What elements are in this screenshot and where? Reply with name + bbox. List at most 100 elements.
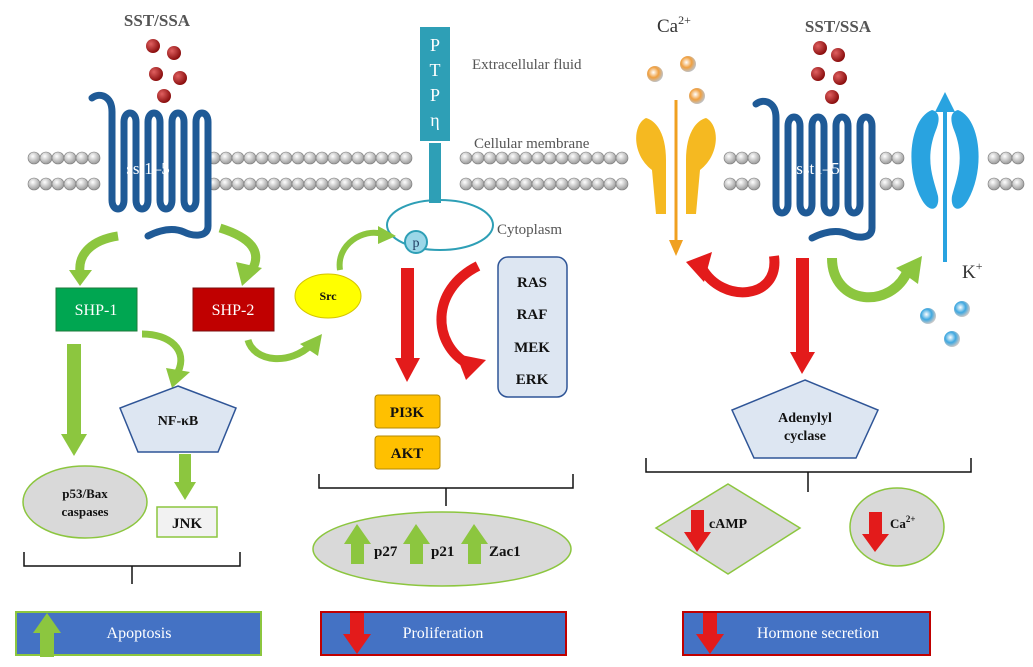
- lipid-head: [267, 177, 281, 191]
- sst-ssa-right-label: SST/SSA: [805, 17, 872, 36]
- nfkb-shape: [119, 385, 237, 453]
- lipid-head: [567, 177, 581, 191]
- up-arrow-apoptosis: [33, 613, 61, 657]
- lipid-head: [51, 177, 65, 191]
- lipid-head: [63, 151, 77, 165]
- ca-effect-label: Ca2+: [890, 514, 916, 531]
- ptp-letter-4: η: [430, 110, 439, 130]
- lipid-head: [87, 151, 101, 165]
- lipid-head: [987, 177, 1001, 191]
- sst-ligands-right: [811, 41, 847, 104]
- arrow-head-phospho: [378, 226, 396, 244]
- raf-label: RAF: [517, 307, 548, 323]
- lipid-head: [531, 177, 545, 191]
- arrow-to-adenylyl-head: [790, 352, 815, 374]
- lipid-head: [999, 151, 1013, 165]
- lipid-head: [723, 177, 737, 191]
- pi3k-box: [374, 394, 441, 429]
- down-arrow-ca: [862, 512, 889, 552]
- arrow-receptor-to-k-channel: [827, 257, 913, 303]
- lipid-head: [459, 151, 473, 165]
- lipid-head: [279, 177, 293, 191]
- lipid-head: [471, 151, 485, 165]
- lipid-head: [579, 151, 593, 165]
- jnk-box: [156, 506, 218, 538]
- hormone-secretion-bar: [682, 611, 931, 656]
- arrow-to-pi3k-shaft: [401, 268, 414, 360]
- arrow-receptor-to-shp2: [218, 223, 261, 273]
- arrow-head-ras: [456, 354, 486, 380]
- lipid-head: [735, 151, 749, 165]
- up-arrow-p21: [403, 524, 430, 564]
- lipid-head: [327, 177, 341, 191]
- mek-label: MEK: [514, 340, 550, 356]
- lipid-head: [315, 151, 329, 165]
- arrow-src-to-phospho: [336, 229, 383, 271]
- down-arrow-proliferation: [343, 613, 371, 654]
- akt-label: AKT: [391, 446, 424, 462]
- arrow-shp1-to-nfkb: [141, 330, 185, 374]
- ptp-letter-2: T: [430, 60, 441, 80]
- lipid-head: [375, 177, 389, 191]
- ptp-letter-3: P: [430, 85, 440, 105]
- lipid-head: [615, 151, 629, 165]
- lipid-head: [255, 177, 269, 191]
- lipid-head: [483, 177, 497, 191]
- proliferation-label: Proliferation: [403, 625, 484, 642]
- lipid-head: [375, 151, 389, 165]
- lipid-head: [303, 151, 317, 165]
- lipid-head: [543, 177, 557, 191]
- membrane-label: Cellular membrane: [474, 136, 590, 152]
- ptp-eta: P T P η p: [386, 27, 494, 254]
- lipid-head: [231, 151, 245, 165]
- phospho-label: p: [413, 236, 420, 251]
- lipid-head: [279, 151, 293, 165]
- lipid-head: [231, 177, 245, 191]
- shp2-label: SHP-2: [212, 302, 255, 319]
- pi3k-label: PI3K: [390, 405, 425, 421]
- adenylyl-cyclase-shape: [730, 379, 880, 459]
- lipid-bilayer: [27, 151, 1025, 191]
- lipid-head: [351, 177, 365, 191]
- arrow-shp1-p53-head: [61, 434, 87, 456]
- arrow-head-shp1: [69, 270, 92, 286]
- hormone-secretion-label: Hormone secretion: [757, 625, 879, 642]
- down-arrow-camp: [684, 510, 711, 552]
- p21-label: p21: [431, 544, 454, 560]
- arrow-receptor-to-ca-channel: [697, 255, 780, 298]
- lipid-head: [219, 151, 233, 165]
- up-arrow-zac1: [461, 524, 488, 564]
- lipid-head: [615, 177, 629, 191]
- camp-diamond: [654, 483, 802, 575]
- lipid-head: [459, 177, 473, 191]
- arrow-shp2-to-src: [244, 338, 315, 362]
- down-arrow-hormone: [696, 613, 724, 654]
- extracellular-label: Extracellular fluid: [472, 57, 582, 73]
- lipid-head: [999, 177, 1013, 191]
- lipid-head: [723, 151, 737, 165]
- ras-chain-box: [497, 256, 568, 398]
- lipid-head: [1011, 177, 1025, 191]
- lipid-head: [555, 177, 569, 191]
- lipid-head: [879, 177, 893, 191]
- shp2-box: [192, 287, 275, 332]
- lipid-head: [519, 151, 533, 165]
- adenylyl-line2: cyclase: [784, 429, 826, 444]
- lipid-head: [87, 177, 101, 191]
- arrow-head-k-channel: [896, 256, 922, 284]
- lipid-head: [579, 177, 593, 191]
- arrow-head-nfkb: [166, 368, 190, 388]
- lipid-head: [483, 151, 497, 165]
- cell-cycle-ellipse: [312, 511, 572, 587]
- jnk-label: JNK: [172, 516, 202, 532]
- src-label: Src: [319, 289, 337, 303]
- lipid-head: [399, 177, 413, 191]
- lipid-head: [507, 151, 521, 165]
- lipid-head: [735, 177, 749, 191]
- arrow-head-src-bottom: [300, 334, 322, 356]
- k-ion-label: K+: [962, 259, 983, 283]
- lipid-head: [891, 177, 905, 191]
- lipid-head: [327, 151, 341, 165]
- receptor-left-label: sst1–5: [126, 159, 169, 178]
- shp1-box: [55, 287, 138, 332]
